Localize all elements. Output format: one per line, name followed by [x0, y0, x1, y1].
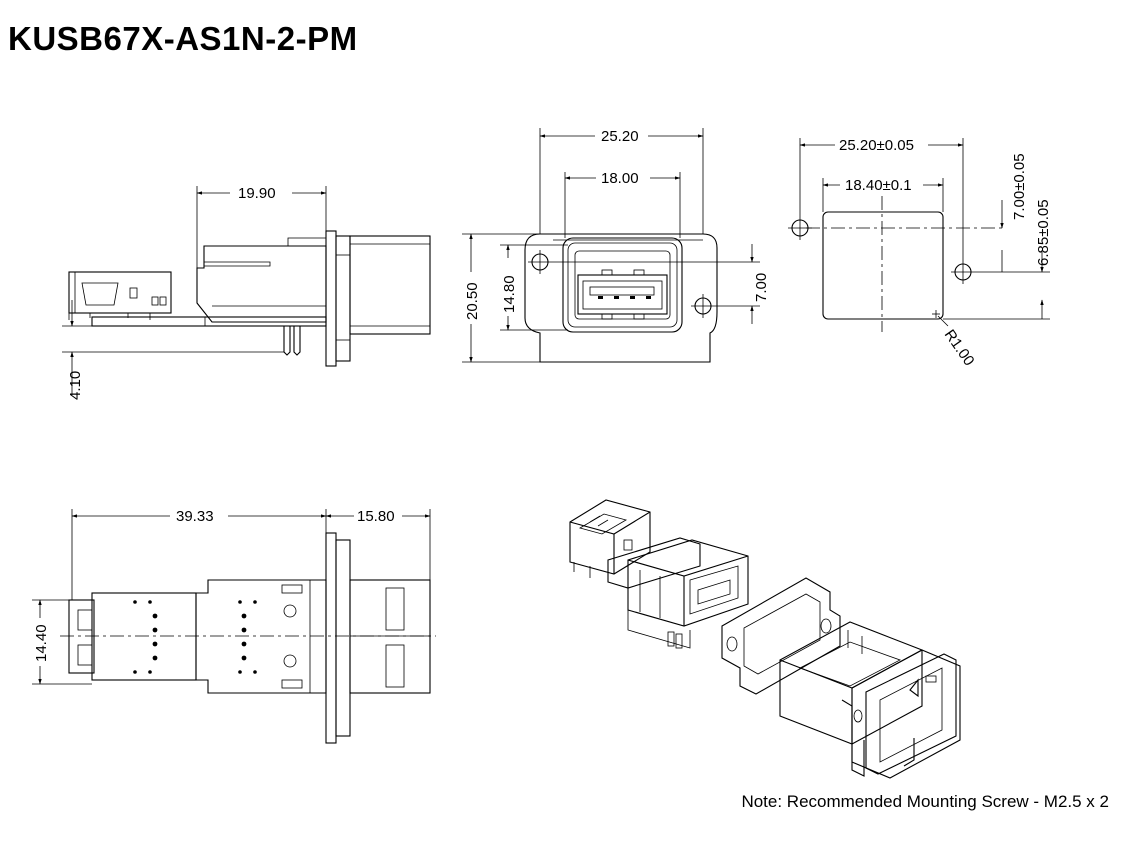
exploded-isometric-view	[569, 499, 961, 779]
dim-top-width: 14.40	[33, 624, 50, 662]
top-view: 39.33 15.80 14.40	[32, 508, 436, 744]
mounting-note: Note: Recommended Mounting Screw - M2.5 …	[741, 792, 1109, 811]
dim-front-height: 20.50	[464, 282, 481, 320]
dim-front-width: 25.20	[601, 128, 639, 145]
dim-front-hole-spacing: 7.00	[753, 273, 770, 302]
dim-side-length: 19.90	[238, 185, 276, 202]
panel-cutout-view: 25.20±0.05 18.40±0.1 7.00±0.05 6.85±0.05…	[788, 137, 1052, 369]
dim-cutout-height: 6.85±0.05	[1035, 199, 1052, 266]
dim-front-opening-height: 14.80	[501, 275, 518, 313]
dim-top-length: 39.33	[176, 508, 214, 525]
side-view: 19.90 4.10	[62, 185, 431, 400]
dim-cutout-radius: R1.00	[941, 327, 978, 370]
front-view: 25.20 18.00 20.50 14.80 7.00	[462, 128, 770, 363]
dim-cutout-width: 25.20±0.05	[839, 137, 914, 154]
part-number-title: KUSB67X-AS1N-2-PM	[8, 20, 358, 57]
dim-front-opening: 18.00	[601, 170, 639, 187]
dim-cutout-hole-v: 7.00±0.05	[1011, 153, 1028, 220]
dim-side-offset: 4.10	[67, 371, 84, 400]
dim-cutout-opening: 18.40±0.1	[845, 177, 912, 194]
dim-top-front: 15.80	[357, 508, 395, 525]
